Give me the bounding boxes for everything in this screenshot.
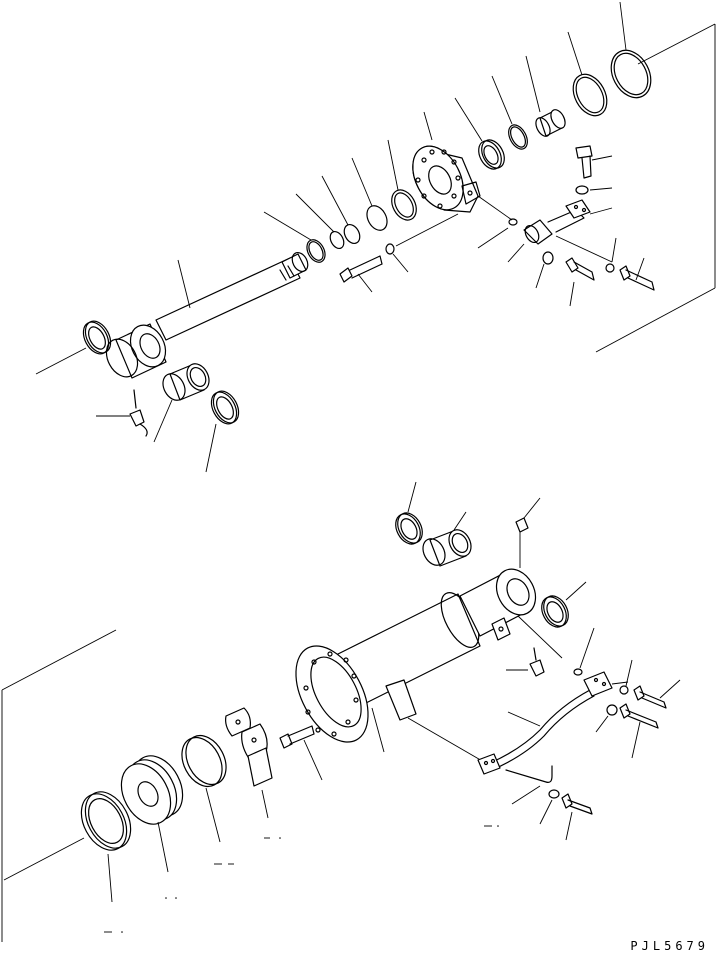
rod-end-bushing — [153, 363, 210, 443]
orifice-plug — [477, 218, 518, 249]
grease-cap — [515, 497, 541, 568]
assembly-line — [395, 213, 459, 247]
pipe-flange-block — [507, 199, 613, 263]
head-seal-rings — [263, 139, 417, 263]
large-o-ring — [610, 1, 652, 99]
split-collar — [225, 707, 273, 819]
head-bolt — [339, 255, 383, 293]
backup-ring — [567, 31, 608, 117]
flange-o-ring — [535, 251, 554, 289]
callout-marks — [104, 825, 499, 933]
rod-packing — [454, 97, 505, 170]
boundary-line — [637, 23, 716, 65]
pipe-washers — [539, 659, 633, 825]
piston — [120, 755, 184, 873]
head-bushing — [525, 55, 566, 137]
boundary-line — [595, 287, 716, 353]
pipe-bolts — [561, 679, 681, 841]
grease-fitting-lower — [506, 647, 545, 677]
upper-assembly — [35, 1, 716, 473]
grease-fitting-upper — [96, 389, 148, 437]
bottom-seal — [395, 481, 423, 545]
piston-rod — [105, 251, 309, 379]
bottom-plug — [573, 627, 595, 676]
cylinder-tube — [295, 568, 537, 763]
flange-bolts — [565, 145, 655, 307]
snap-ring — [491, 75, 528, 150]
piston-bolt — [279, 725, 323, 781]
lower-assembly — [1, 481, 681, 942]
head-washer — [385, 243, 409, 273]
bottom-dust-seal — [517, 581, 587, 659]
cylinder-head — [412, 111, 513, 221]
boundary-line — [1, 629, 117, 691]
rod-end-seal-right — [205, 390, 240, 473]
bottom-bushing — [422, 511, 472, 567]
piston-ring — [3, 791, 132, 903]
rod-end-seal-left — [35, 320, 112, 375]
pipe-clamp — [505, 765, 553, 805]
drawing-code: PJL5679 — [630, 939, 709, 953]
bottom-pipe — [477, 671, 629, 775]
wear-ring — [181, 734, 227, 843]
